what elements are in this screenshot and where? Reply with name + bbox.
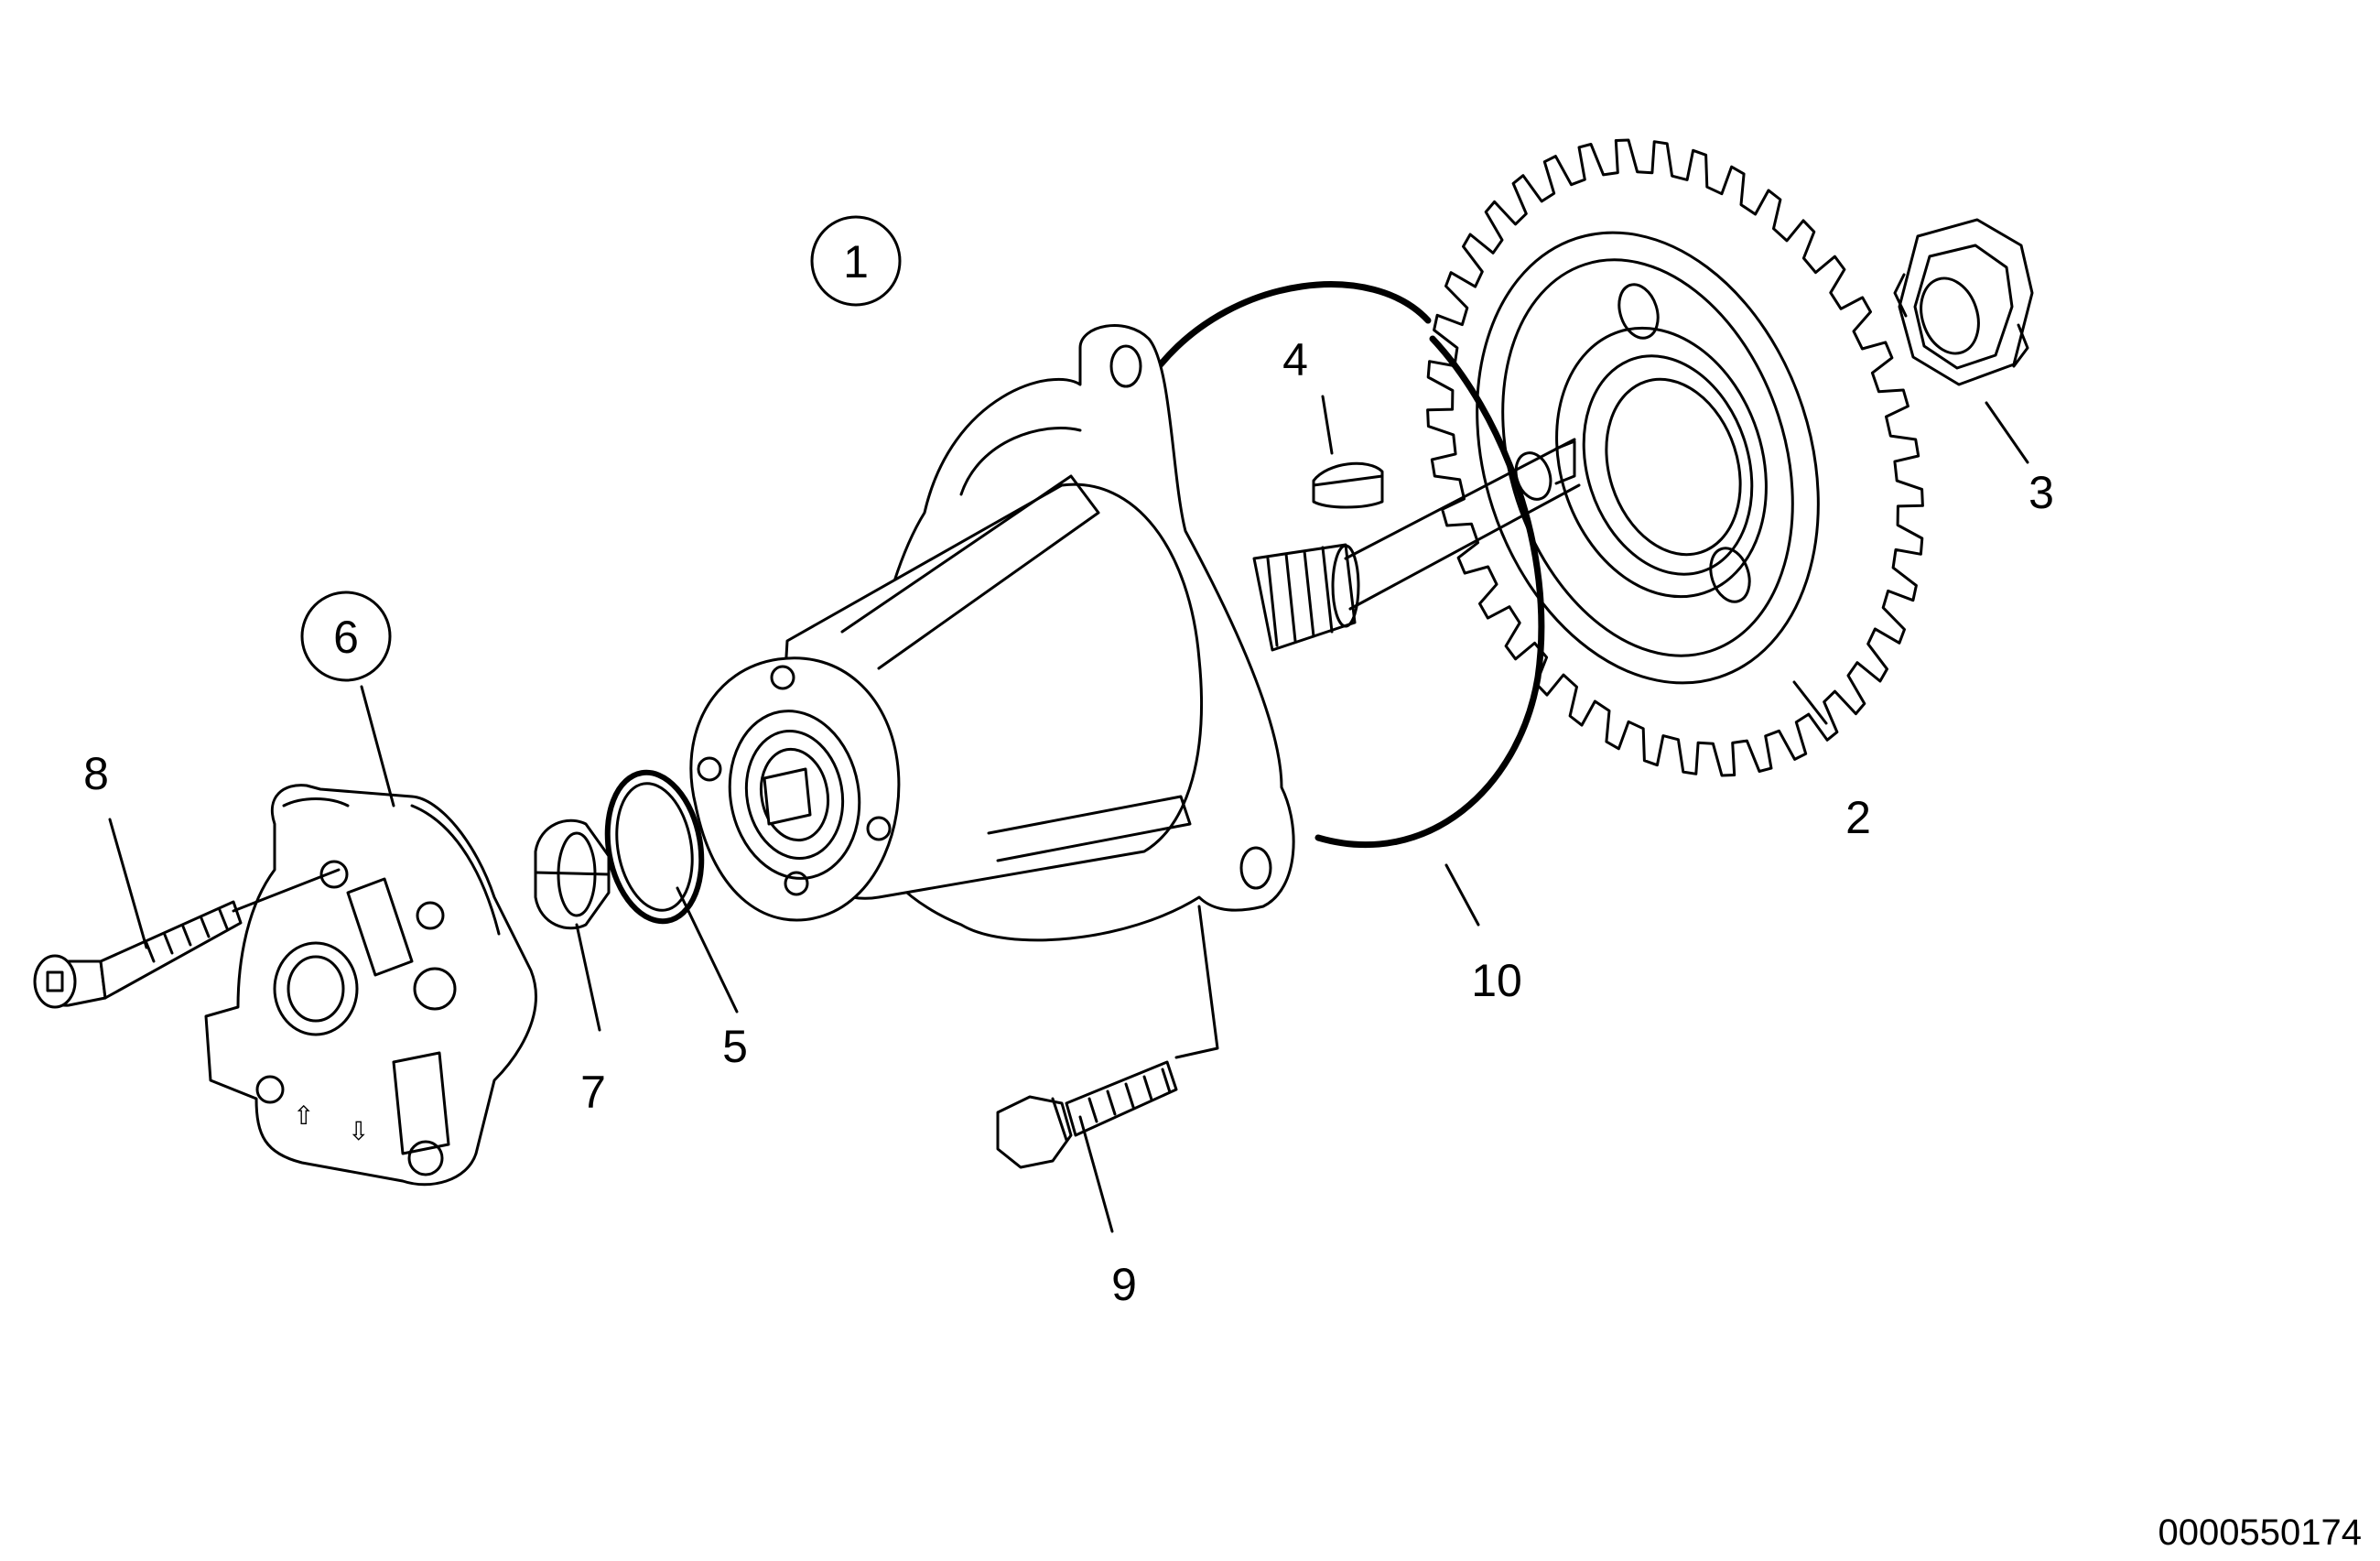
callouts: 1 2 3 4 5 6 7 8 9 10 — [83, 215, 2054, 1310]
pump-shaft-part — [1252, 438, 1581, 652]
svg-text:⇧: ⇧ — [293, 1101, 314, 1130]
callout-10: 10 — [1471, 955, 1522, 1006]
callout-8: 8 — [83, 748, 109, 799]
svg-text:6: 6 — [333, 612, 359, 663]
svg-text:9: 9 — [1111, 1259, 1137, 1310]
callout-1: 1 — [810, 215, 902, 307]
callout-9: 9 — [1111, 1259, 1137, 1310]
svg-text:2: 2 — [1845, 792, 1871, 843]
pump-housing-part — [689, 324, 1295, 942]
hydraulic-pump-part: ⇧ ⇩ — [204, 784, 537, 1187]
callout-4: 4 — [1282, 334, 1308, 385]
gear-part — [1426, 138, 1924, 777]
callout-6: 6 — [300, 591, 392, 682]
slotted-nut-part — [1893, 218, 2034, 386]
svg-text:10: 10 — [1471, 955, 1522, 1006]
svg-text:5: 5 — [722, 1021, 748, 1072]
callout-7: 7 — [580, 1067, 606, 1118]
callout-2: 2 — [1845, 792, 1871, 843]
cap-screw-part — [33, 868, 341, 1009]
document-number: 0000550174 — [2158, 1512, 2362, 1553]
svg-text:1: 1 — [843, 236, 869, 287]
svg-text:8: 8 — [83, 748, 109, 799]
svg-text:4: 4 — [1282, 334, 1308, 385]
leader-lines — [108, 395, 2029, 1233]
woodruff-key-part — [1312, 461, 1384, 509]
svg-text:7: 7 — [580, 1067, 606, 1118]
svg-text:3: 3 — [2028, 467, 2054, 518]
callout-5: 5 — [722, 1021, 748, 1072]
callout-3: 3 — [2028, 467, 2054, 518]
coupling-part — [534, 818, 611, 930]
flange-bolt-part — [996, 1060, 1178, 1169]
large-o-ring-part — [1157, 281, 1545, 849]
svg-text:⇩: ⇩ — [348, 1117, 369, 1145]
